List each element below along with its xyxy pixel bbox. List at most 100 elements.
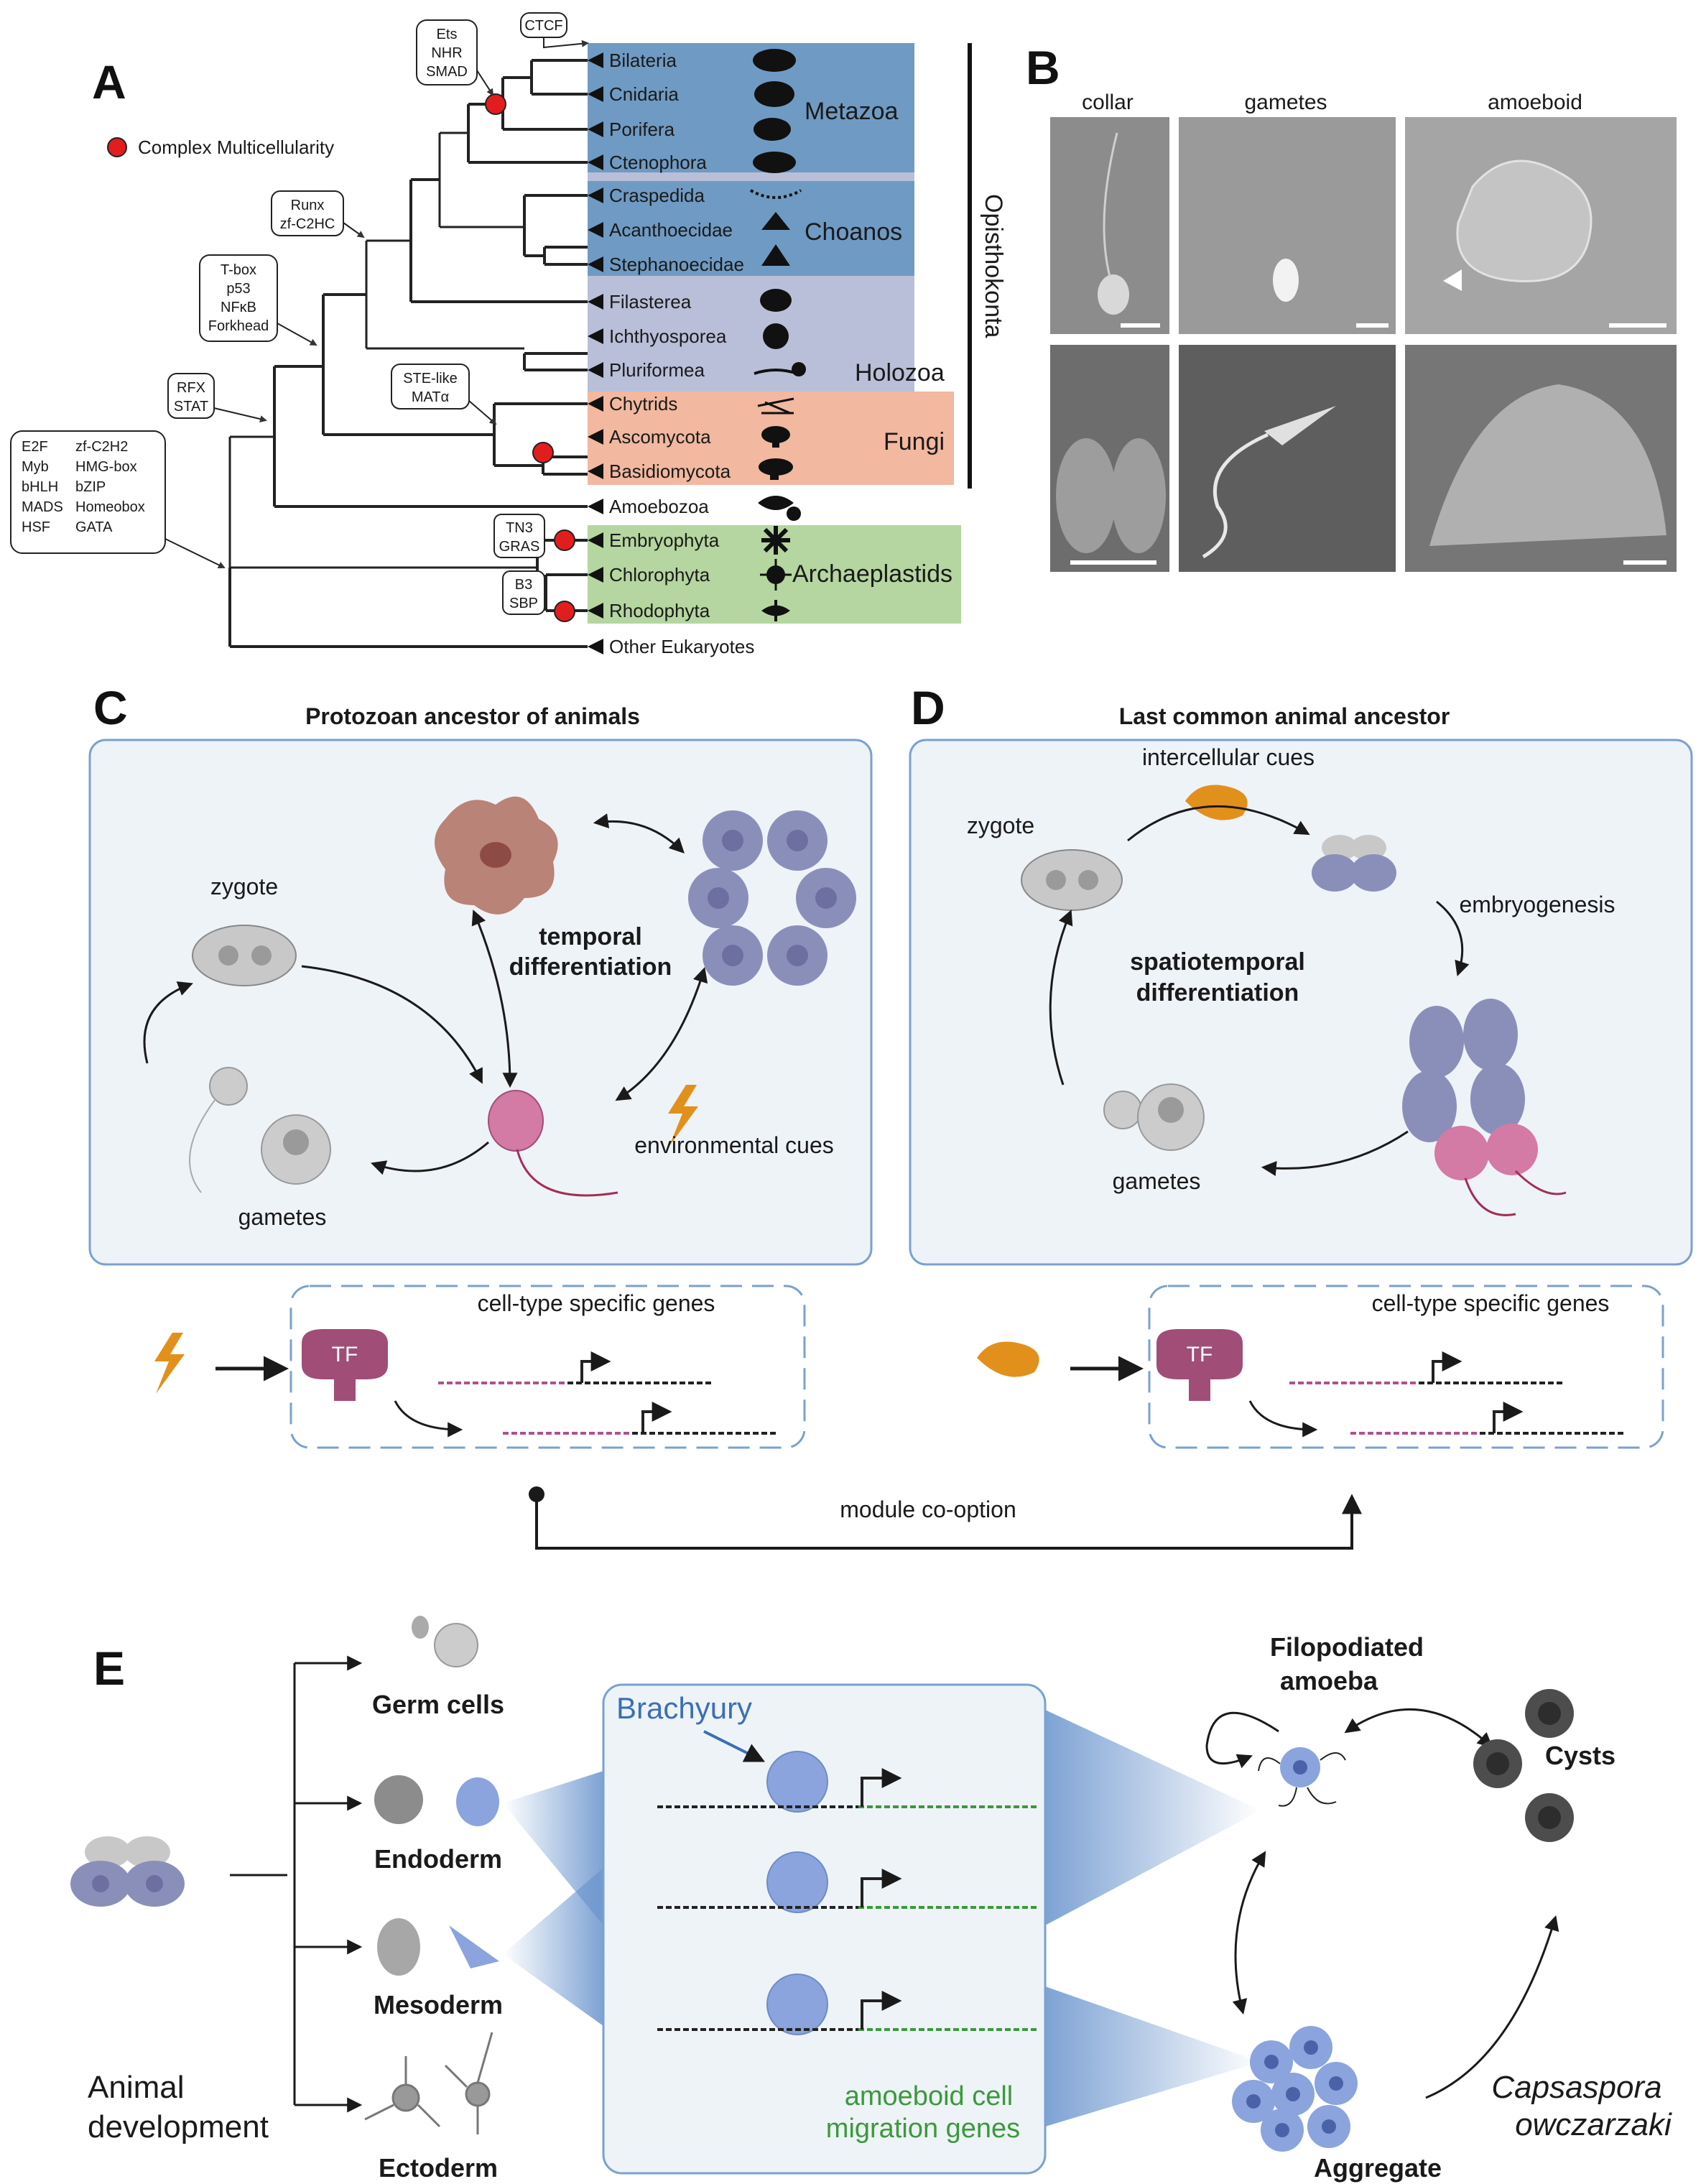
- panel-e-letter: E: [93, 1642, 125, 1695]
- collar-sem-cell-2: [1111, 438, 1166, 553]
- group-label-fungi: Fungi: [884, 428, 945, 455]
- species-label-1: Capsaspora: [1491, 2070, 1661, 2105]
- box-text: bHLH: [22, 479, 58, 495]
- group-label-archaeplastids: Archaeplastids: [792, 560, 952, 588]
- choanos-bg: [588, 181, 914, 276]
- neuron-icons: [364, 2032, 493, 2134]
- embryogenesis-label: embryogenesis: [1460, 892, 1615, 917]
- taxon-label: Porifera: [609, 119, 675, 140]
- zygote-label: zygote: [210, 874, 278, 899]
- collar-cell-image: [1098, 274, 1129, 315]
- environmental-cues-label: environmental cues: [634, 1132, 833, 1158]
- beam-mesoderm: [503, 1868, 603, 2026]
- box-text: zf-C2H2: [75, 439, 128, 455]
- box-text: GATA: [75, 519, 113, 535]
- group-label-metazoa: Metazoa: [805, 98, 898, 125]
- box-text: Forkhead: [208, 318, 269, 334]
- brachyury-gene-rows: [657, 1751, 1038, 2035]
- taxon-label: Rhodophyta: [609, 600, 710, 621]
- amoeboid-sem-cell-image: [1429, 384, 1666, 546]
- panel-d-title: Last common animal ancestor: [1119, 703, 1450, 729]
- taxon-label: Embryophyta: [609, 529, 720, 551]
- panel-c: C Protozoan ancestor of animals zygote g…: [88, 681, 873, 1449]
- collar-flagellum: [1103, 132, 1118, 277]
- legend-red-dot: [107, 137, 127, 157]
- box-text: GRAS: [499, 539, 540, 555]
- taxon-label: Chlorophyta: [609, 564, 710, 586]
- complex-multicellularity-dots: [485, 93, 575, 622]
- cycle-arrows-d: [1049, 805, 1470, 1176]
- gene-module-box-d: [1148, 1285, 1664, 1449]
- taxa-silhouettes: [750, 49, 806, 621]
- panel-d: D Last common animal ancestor intercellu…: [909, 681, 1693, 1449]
- panel-a-letter: A: [92, 55, 126, 108]
- box-text: TN3: [506, 520, 533, 536]
- cysts-label: Cysts: [1545, 1741, 1615, 1770]
- taxon-label: Pluriformea: [609, 359, 705, 381]
- gametes-label: gametes: [238, 1204, 327, 1230]
- brachyury-label: Brachyury: [616, 1691, 752, 1725]
- filopodiated-label-1: Filopodiated: [1270, 1632, 1424, 1662]
- box-text: MADS: [22, 499, 63, 515]
- arrowhead-marker: [1443, 269, 1462, 291]
- sperm-tail-image: [1202, 432, 1269, 559]
- co-option-label: module co-option: [840, 1496, 1016, 1522]
- taxa-labels: Bilateria Cnidaria Porifera Ctenophora C…: [609, 50, 754, 657]
- animal-embryo-icon: [70, 1836, 185, 1907]
- box-text: NHR: [431, 45, 462, 61]
- cycle-arrows: [143, 813, 708, 1175]
- box-text: CTCF: [524, 18, 562, 34]
- box-text: HSF: [22, 519, 50, 535]
- sperm-head-image: [1264, 406, 1336, 445]
- box-text: STAT: [174, 399, 208, 415]
- amoeboid-genes-label-2: migration genes: [826, 2114, 1020, 2144]
- mesoderm-cell-icon-1: [377, 1918, 420, 1976]
- gene-box-title-d: cell-type specific genes: [1372, 1290, 1610, 1316]
- group-label-holozoa: Holozoa: [855, 359, 945, 387]
- taxon-label: Other Eukaryotes: [609, 636, 754, 657]
- tf-annotation-boxes: [10, 12, 567, 615]
- endoderm-cell-icon-2: [456, 1777, 499, 1826]
- gamete-small-icon-d: [1103, 1091, 1142, 1129]
- taxon-label: Cnidaria: [609, 83, 679, 105]
- mesoderm-label: Mesoderm: [374, 1990, 503, 2019]
- column-label-amoeboid: amoeboid: [1488, 91, 1582, 114]
- taxon-label: Stephanoecidae: [609, 254, 744, 275]
- center-label-d-1: spatiotemporal: [1130, 948, 1305, 976]
- taxon-label: Ichthyosporea: [609, 325, 727, 347]
- box-text: SBP: [509, 596, 538, 611]
- module-co-option: module co-option: [529, 1486, 1362, 1550]
- dna-strands-d: [1289, 1351, 1623, 1435]
- species-label-2: owczarzaki: [1515, 2107, 1672, 2142]
- amoeba-nucleus: [480, 842, 511, 868]
- endoderm-cell-icon-1: [374, 1775, 423, 1824]
- column-label-gametes: gametes: [1244, 91, 1327, 114]
- micrograph-gametes-sem: [1179, 345, 1396, 572]
- filopodiated-label-2: amoeba: [1280, 1666, 1378, 1695]
- box-text: B3: [515, 577, 532, 593]
- box-text: Ets: [437, 27, 458, 42]
- box-text: SMAD: [426, 64, 468, 80]
- panel-d-letter: D: [911, 681, 945, 734]
- center-label-2: differentiation: [509, 953, 672, 981]
- aggregate-icon: [1232, 2026, 1358, 2152]
- box-text: NFκB: [221, 300, 256, 315]
- box-text: T-box: [221, 262, 256, 278]
- panel-c-title: Protozoan ancestor of animals: [305, 703, 640, 729]
- encystment-arrow: [1425, 1915, 1559, 2099]
- taxon-label: Basidiomycota: [609, 461, 731, 482]
- gene-box-title-c: cell-type specific genes: [478, 1290, 715, 1316]
- box-text: Homeobox: [75, 499, 145, 515]
- tf-label-d: TF: [1187, 1343, 1213, 1366]
- tf-label: TF: [332, 1343, 358, 1366]
- endoderm-label: Endoderm: [374, 1844, 502, 1874]
- zygote-icon-d: [1021, 849, 1123, 911]
- amoeboid-cell-image: [1456, 159, 1593, 282]
- gamete-image: [1273, 259, 1299, 302]
- group-label-choanos: Choanos: [805, 218, 902, 246]
- box-text: zf-C2HC: [280, 216, 335, 232]
- box-text: bZIP: [75, 479, 106, 495]
- panel-b-letter: B: [1026, 41, 1060, 94]
- taxon-label: Filasterea: [609, 291, 692, 313]
